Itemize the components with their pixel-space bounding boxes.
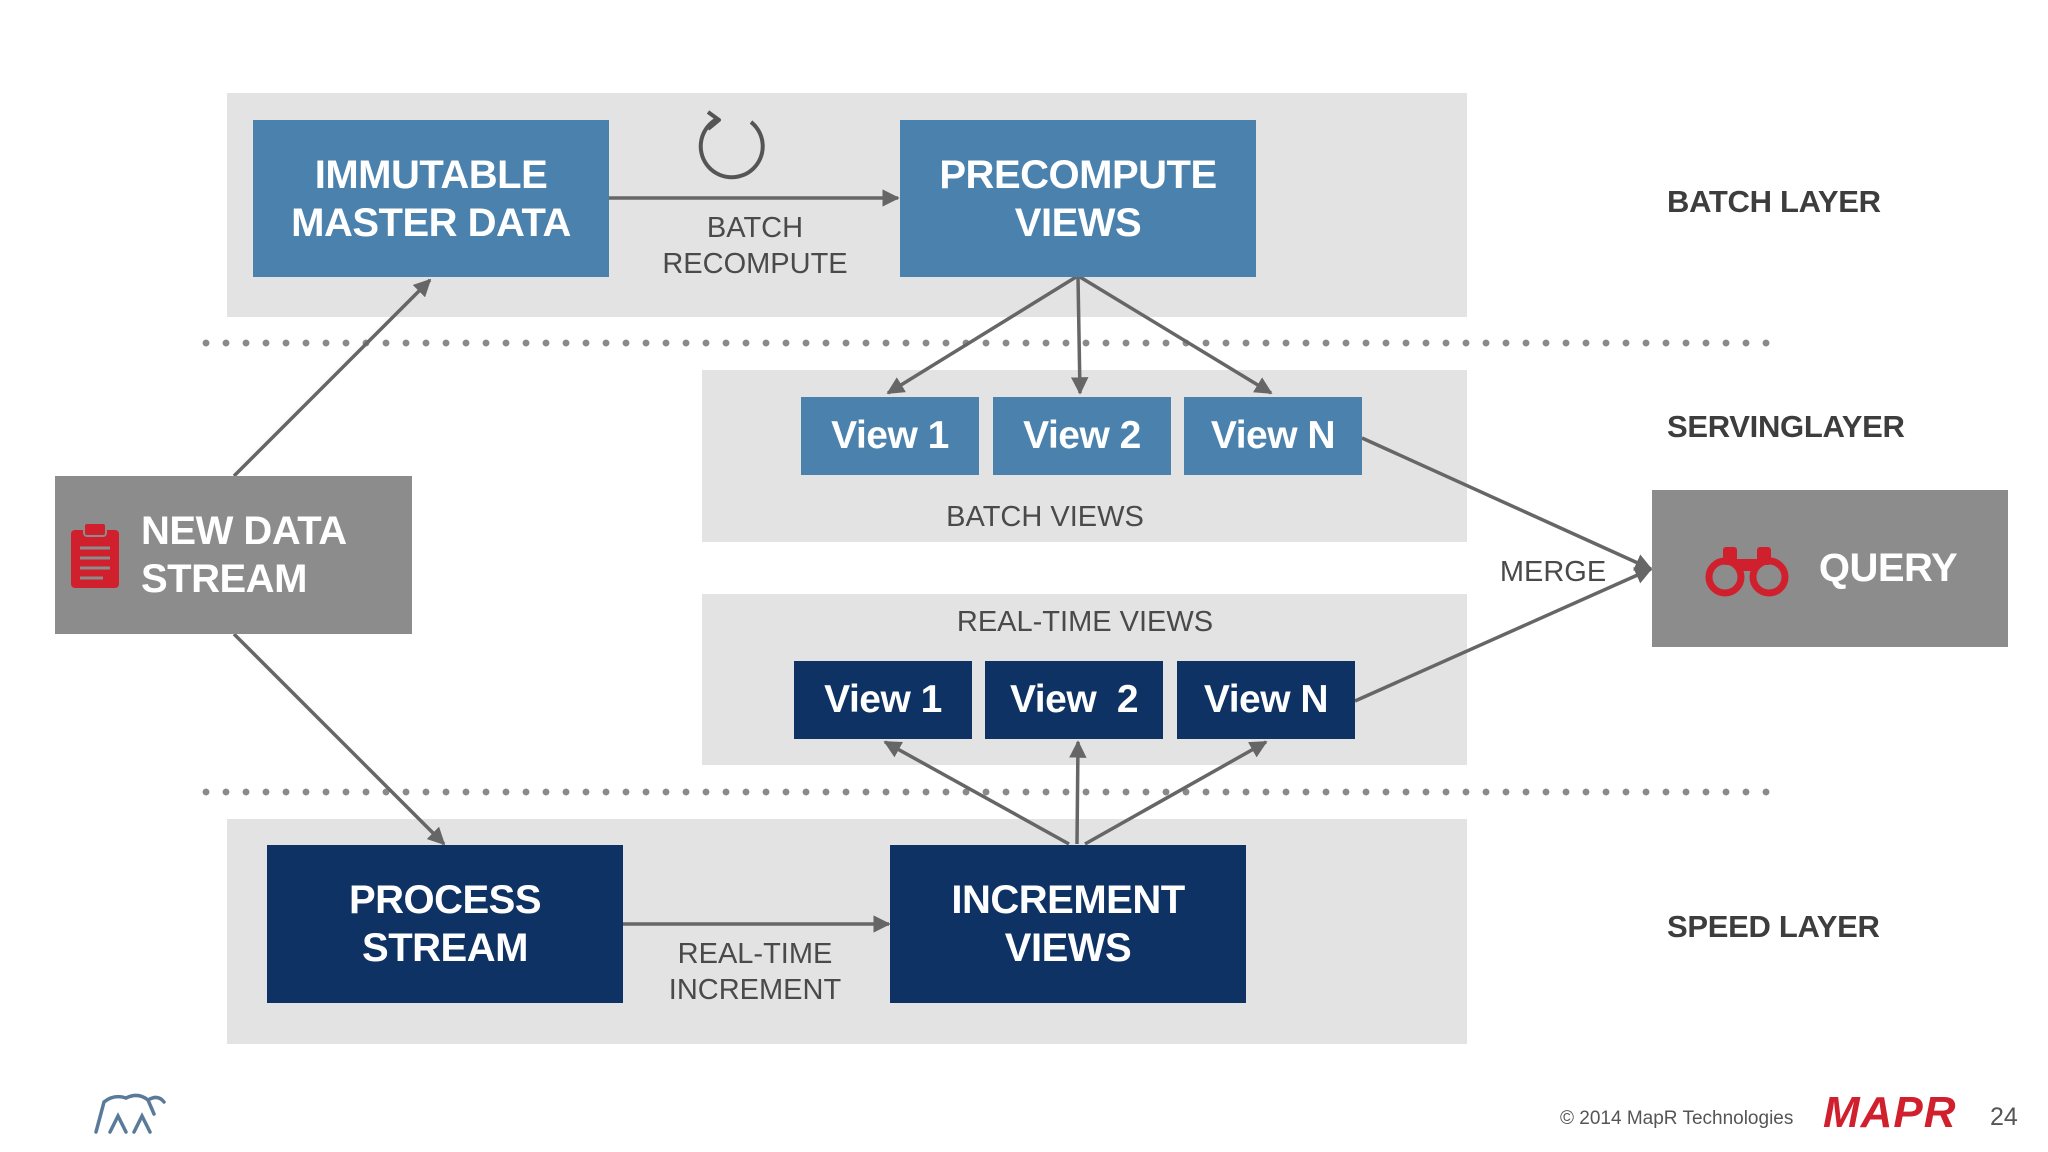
new-data-stream-node: NEW DATA STREAM xyxy=(55,476,412,634)
mapr-logo: MAPR xyxy=(1823,1088,1957,1137)
realtime-increment-line1: REAL-TIME xyxy=(677,938,833,970)
batch-view-2: View 2 xyxy=(993,397,1171,475)
query-node: QUERY xyxy=(1652,490,2008,647)
new-data-stream-line1: NEW DATA xyxy=(141,509,347,553)
new-data-stream-line2: STREAM xyxy=(141,557,307,601)
precompute-views-line2: VIEWS xyxy=(1014,200,1142,245)
batch-views-caption: BATCH VIEWS xyxy=(946,501,1144,533)
realtime-view-n-label: View N xyxy=(1203,678,1329,721)
increment-views-line2: VIEWS xyxy=(1004,926,1132,970)
precompute-views-line1: PRECOMPUTE xyxy=(939,152,1217,197)
realtime-view-2-label: View 2 xyxy=(1009,678,1139,721)
immutable-master-data-line1: IMMUTABLE xyxy=(314,152,548,197)
batch-recompute-line1: BATCH xyxy=(706,212,804,244)
merge-label: MERGE xyxy=(1499,556,1607,588)
increment-views-line1: INCREMENT xyxy=(951,878,1185,922)
realtime-increment-label: REAL-TIME INCREMENT xyxy=(640,936,870,1009)
speed-layer-label: SPEED LAYER xyxy=(1667,909,1880,944)
realtime-view-1: View 1 xyxy=(794,661,972,739)
binoculars-icon xyxy=(1705,546,1789,596)
batch-recompute-line2: RECOMPUTE xyxy=(662,248,848,281)
batch-view-1: View 1 xyxy=(801,397,979,475)
immutable-master-data-line2: MASTER DATA xyxy=(291,200,571,245)
batch-view-n-label: View N xyxy=(1210,414,1336,457)
realtime-view-n: View N xyxy=(1177,661,1355,739)
immutable-master-data-node: IMMUTABLE MASTER DATA xyxy=(253,120,609,277)
arrow-stream-to-process xyxy=(232,632,446,846)
realtime-view-2: View 2 xyxy=(985,661,1163,739)
realtime-views-caption: REAL-TIME VIEWS xyxy=(956,606,1214,638)
precompute-views-node: PRECOMPUTE VIEWS xyxy=(900,120,1256,277)
copyright-text: © 2014 MapR Technologies xyxy=(1560,1108,1794,1129)
batch-view-1-label: View 1 xyxy=(831,414,949,457)
batch-serving-separator xyxy=(196,339,1776,347)
batch-view-n: View N xyxy=(1184,397,1362,475)
batch-layer-label: BATCH LAYER xyxy=(1667,184,1881,219)
elephant-logo-icon xyxy=(94,1093,166,1134)
process-stream-line1: PROCESS xyxy=(348,878,542,922)
realtime-increment-line2: INCREMENT xyxy=(668,974,842,1007)
page-number: 24 xyxy=(1990,1103,2018,1131)
batch-recompute-label: BATCH RECOMPUTE xyxy=(640,210,870,283)
serving-speed-separator xyxy=(196,788,1776,796)
clipboard-icon xyxy=(71,522,119,588)
process-stream-line2: STREAM xyxy=(362,926,528,970)
query-label: QUERY xyxy=(1818,546,1958,590)
batch-view-2-label: View 2 xyxy=(1023,414,1141,457)
realtime-view-1-label: View 1 xyxy=(824,678,942,721)
process-stream-node: PROCESS STREAM xyxy=(267,845,623,1003)
increment-views-node: INCREMENT VIEWS xyxy=(890,845,1246,1003)
serving-layer-label: SERVINGLAYER xyxy=(1667,409,1905,444)
